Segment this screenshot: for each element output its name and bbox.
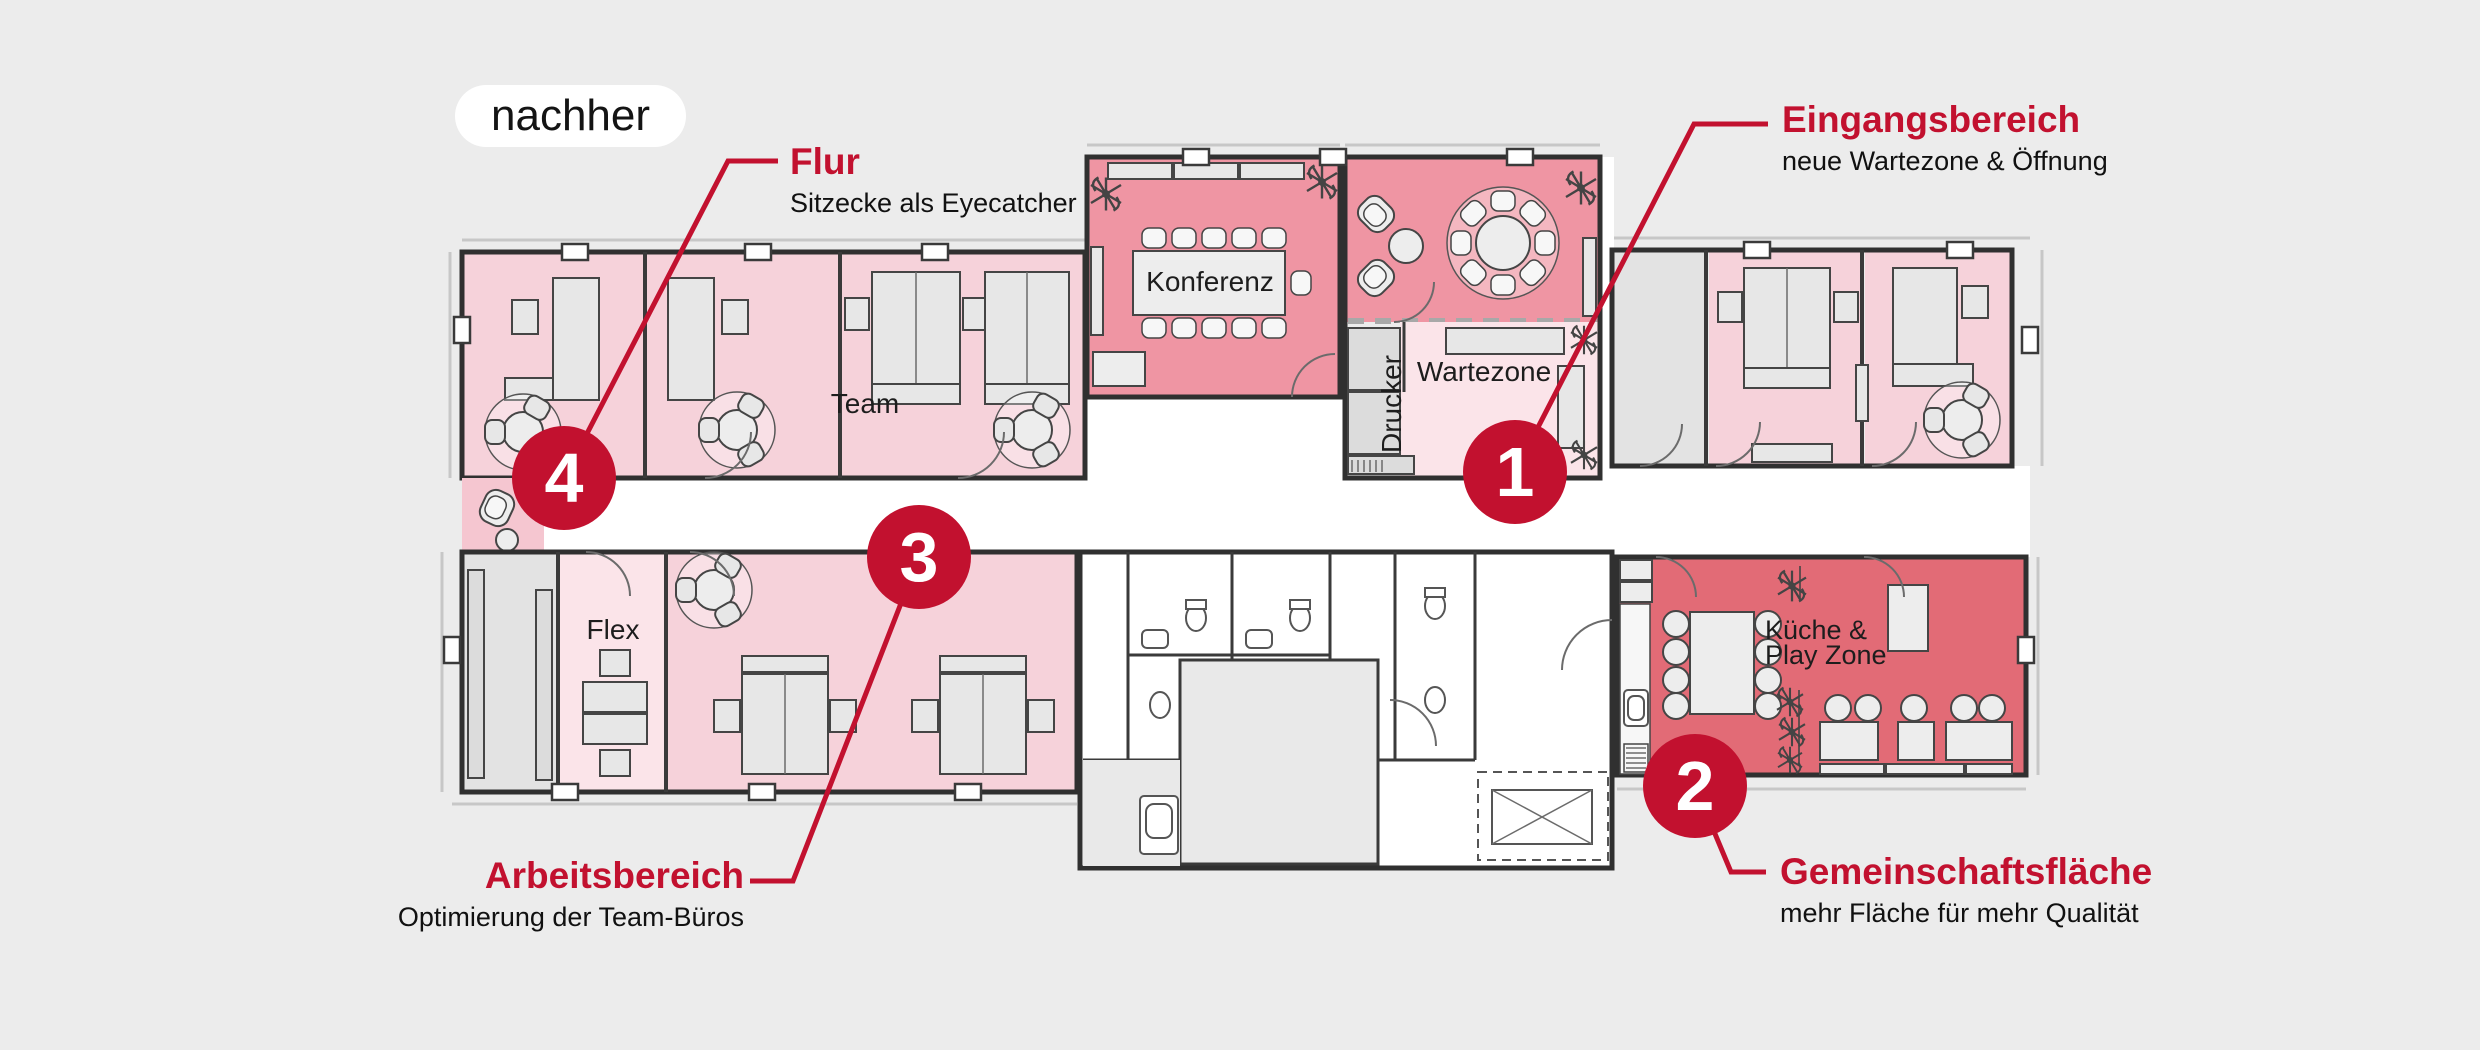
annotation-title-4: Flur (790, 141, 860, 182)
office-b-furniture (667, 277, 776, 470)
drucker-cabinets (1347, 322, 1415, 475)
annotation-subtitle-1: neue Wartezone & Öffnung (1782, 146, 2108, 176)
conference-table (1132, 250, 1286, 316)
annotation-arbeitsbereich: Arbeitsbereich Optimierung der Team-Büro… (398, 856, 744, 934)
before-after-badge: nachher (455, 85, 687, 147)
office-r1-furniture (1717, 267, 1869, 463)
lower-office-band (459, 549, 1080, 795)
konferenz-room (1084, 154, 1343, 400)
leader-line-1 (1512, 121, 1768, 474)
room-label-drucker: Drucker (1376, 355, 1407, 454)
annotation-title-1: Eingangsbereich (1782, 99, 2081, 140)
leader-line-4 (561, 158, 778, 480)
round-table-group (1446, 186, 1560, 300)
annotation-subtitle-4: Sitzecke als Eyecatcher (790, 188, 1077, 218)
kitchen-counter (1619, 559, 1653, 775)
annotation-subtitle-2: mehr Fläche für mehr Qualität (1780, 898, 2139, 928)
service-core (1077, 549, 1615, 871)
annotation-title-2: Gemeinschaftsfläche (1780, 851, 2153, 892)
room-label-flex: Flex (586, 614, 640, 645)
annotation-subtitle-3: Optimierung der Team-Büros (397, 902, 744, 932)
team-office-furniture (844, 271, 1071, 470)
flex-furniture (582, 649, 648, 777)
annotation-title-3: Arbeitsbereich (484, 855, 744, 896)
room-label-kueche-line2: Play Zone (1765, 640, 1887, 670)
play-zone-desks (1819, 694, 2013, 775)
room-label-kueche: Küche & Play Zone (1765, 615, 1887, 670)
window-pillars (442, 147, 2040, 802)
marker-3[interactable]: 3 (867, 505, 971, 609)
room-label-kueche-line1: Küche & (1765, 615, 1868, 645)
wc-fixtures (1141, 587, 1446, 719)
marker-1[interactable]: 1 (1463, 420, 1567, 524)
long-table-group (1662, 610, 1782, 720)
room-label-team: Team (830, 388, 900, 419)
marker-4[interactable]: 4 (512, 426, 616, 530)
annotation-eingangsbereich: Eingangsbereich neue Wartezone & Öffnung (1782, 100, 2108, 178)
office-r2-furniture (1892, 267, 2001, 460)
office-a-furniture (484, 277, 600, 472)
window-sills (440, 143, 2044, 806)
right-wing (1609, 247, 2015, 469)
kueche-plants (1775, 566, 1808, 775)
kueche-play-zone (1614, 554, 2029, 778)
lounge-room (1342, 154, 1603, 324)
marker-2[interactable]: 2 (1643, 734, 1747, 838)
room-label-wartezone: Wartezone (1416, 356, 1552, 387)
lower-office-furniture (675, 550, 1055, 775)
leader-line-3 (750, 556, 922, 884)
conference-chairs (1141, 227, 1312, 339)
room-label-konferenz: Konferenz (1146, 266, 1274, 297)
annotation-flur: Flur Sitzecke als Eyecatcher (790, 142, 1077, 220)
annotation-gemeinschaftsflaeche: Gemeinschaftsfläche mehr Fläche für mehr… (1780, 852, 2152, 930)
